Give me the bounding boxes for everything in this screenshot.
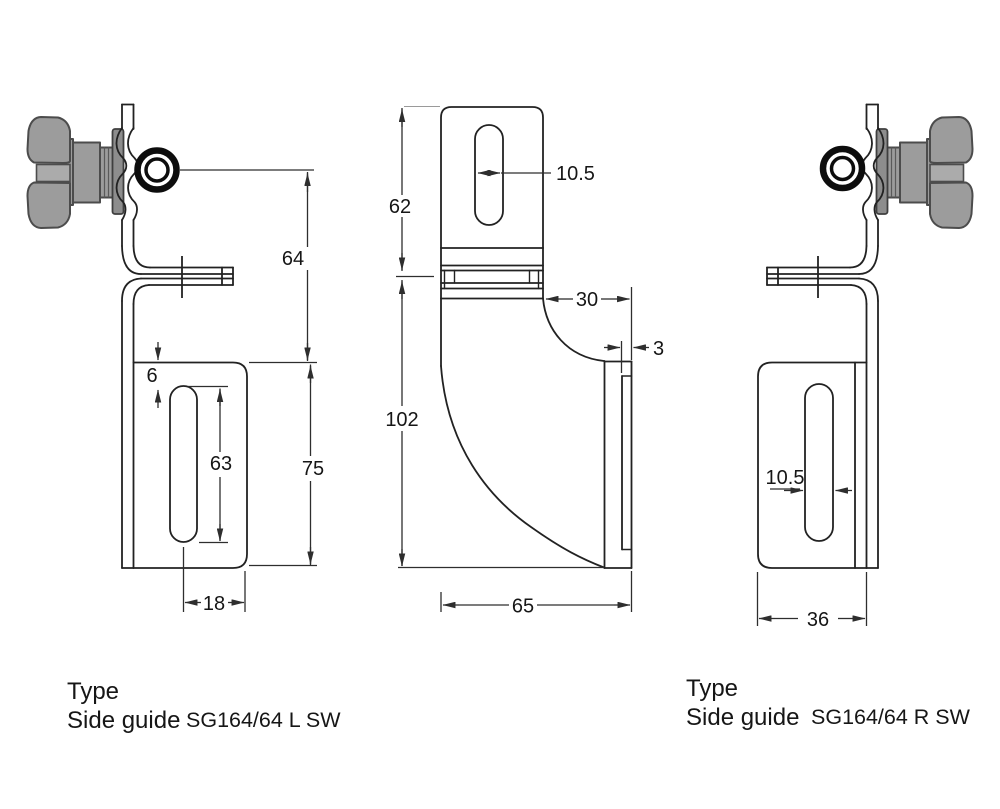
wavy-edge-inner — [127, 127, 139, 221]
right-label-code: SG164/64 R SW — [811, 705, 971, 729]
knob-stud — [99, 146, 114, 199]
wavy-edge-outer — [872, 127, 885, 221]
wavy-edge-inner — [861, 127, 873, 221]
dim-36: 36 — [756, 572, 868, 631]
dim-3-text: 3 — [653, 338, 664, 360]
dim-102: 102 — [385, 280, 604, 569]
dim-30-text: 30 — [576, 289, 598, 311]
wavy-edge-outer — [115, 127, 128, 221]
knob-boss — [899, 141, 928, 204]
dim-10-5-front-text: 10.5 — [556, 163, 595, 185]
dim-30: 30 — [545, 287, 633, 360]
right-label-type: Type — [686, 675, 738, 702]
left-view: 64 75 6 63 — [26, 103, 341, 734]
knob-stud — [886, 146, 901, 199]
left-bracket-upper — [115, 103, 139, 247]
left-label-type: Type — [67, 678, 119, 705]
dim-63: 63 — [188, 385, 232, 544]
knob-bottom-lobe — [26, 181, 71, 229]
knob-boss — [72, 141, 101, 204]
dim-10-5-right-text: 10.5 — [766, 467, 805, 489]
dim-10-5-front: 10.5 — [477, 163, 595, 185]
dim-18-text: 18 — [203, 593, 225, 615]
dim-6-text: 6 — [146, 365, 157, 387]
front-upper-slot — [474, 124, 504, 226]
dim-3: 3 — [604, 338, 664, 373]
knob-hub — [35, 163, 71, 183]
front-view: 62 102 10.5 30 — [385, 105, 664, 618]
roller-bore — [144, 157, 170, 183]
dim-102-text: 102 — [385, 409, 418, 431]
front-bend-band — [440, 247, 544, 300]
dim-6: 6 — [146, 342, 162, 408]
dim-62: 62 — [389, 105, 440, 271]
dim-64: 64 — [180, 169, 314, 361]
front-upper-plate — [440, 106, 544, 249]
right-bracket-upper — [861, 103, 885, 247]
right-label-product: Side guide — [686, 704, 799, 731]
dim-64-text: 64 — [282, 248, 304, 270]
dim-65: 65 — [440, 571, 633, 618]
left-guide-plate — [132, 361, 248, 569]
left-clamp-knob — [26, 116, 125, 229]
left-joggle-arm — [121, 245, 234, 305]
dim-36-text: 36 — [807, 609, 829, 631]
knob-bottom-lobe — [929, 181, 974, 229]
right-clamp-knob — [875, 116, 974, 229]
left-flange-strip — [121, 300, 135, 569]
right-joggle-arm — [766, 245, 879, 305]
dim-10-5-right: 10.5 — [766, 467, 852, 494]
dim-18: 18 — [182, 547, 246, 615]
dim-65-text: 65 — [512, 596, 534, 618]
knob-top-lobe — [929, 116, 974, 164]
front-lower-body — [440, 297, 633, 569]
knob-hub — [929, 163, 965, 183]
right-flange-strip — [865, 300, 879, 569]
right-plate-slot — [804, 383, 834, 542]
dim-63-text: 63 — [210, 453, 232, 475]
dim-75: 75 — [249, 364, 324, 567]
knob-top-lobe — [26, 116, 71, 164]
right-guide-plate — [757, 361, 868, 569]
left-label-code: SG164/64 L SW — [186, 708, 341, 732]
roller-bore — [829, 155, 856, 182]
dim-75-text: 75 — [302, 458, 324, 480]
left-label-product: Side guide — [67, 707, 180, 734]
right-view: 10.5 36 Type Side guide SG164/64 R SW — [686, 103, 974, 731]
dim-62-text: 62 — [389, 196, 411, 218]
left-plate-slot — [169, 385, 198, 543]
